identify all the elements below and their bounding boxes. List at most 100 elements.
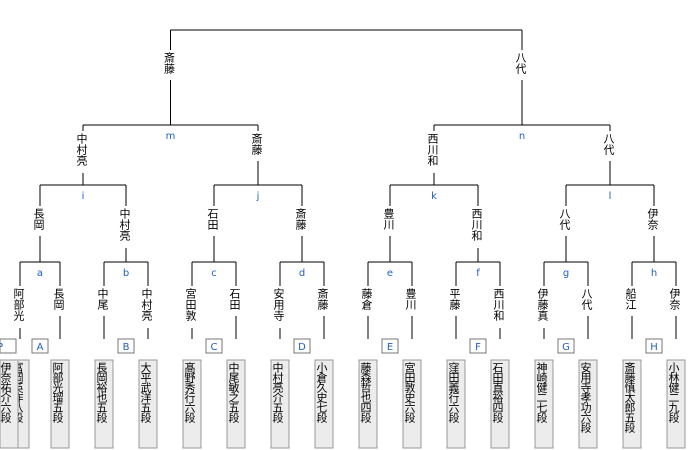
round2-match-0-left-name: 阿部光 [12, 288, 25, 321]
quarters-match-0-right-name-text: 中村亮 [118, 208, 131, 241]
player-entry: 宮田敦史六段 [404, 362, 416, 422]
slot-label: B [123, 342, 130, 353]
slot-label: H [650, 342, 658, 353]
round2-match-5-left-name: 平藤 [448, 288, 461, 310]
round2-match-6-right-name: 八代 [580, 288, 593, 310]
round2-match-1-left-name-text: 中尾 [96, 288, 109, 310]
player-box [666, 359, 686, 449]
player-entry: 髙野秀行六段 [184, 362, 196, 422]
round2-match-7-right-name-text: 伊奈 [668, 288, 681, 310]
slot-box-D [293, 338, 311, 354]
player-entry: 窪田義行六段 [448, 362, 460, 422]
round2-match-2-right-name-text: 石田 [228, 288, 241, 310]
player-box [182, 359, 202, 449]
player-name: 阿部光瑠五段 [52, 362, 64, 422]
player-name: 石田直裕四段 [492, 362, 504, 422]
slot-label: D [298, 342, 306, 353]
player-box [446, 359, 466, 449]
slot-label: F [475, 342, 481, 353]
player-name: 安用寺孝功六段 [580, 362, 592, 432]
slot-label: C [211, 342, 218, 353]
round2-match-3-left-name-text: 安用寺 [272, 288, 285, 321]
final-match-right-name-text: 八代 [514, 52, 527, 74]
quarters-match-3-right-name-text: 伊奈 [646, 208, 659, 230]
slot-box-A [31, 338, 49, 354]
player-entry: 藤森哲也四段 [360, 362, 372, 422]
quarters-match-1-right-name-text: 斎藤 [294, 208, 307, 230]
semis-match-0-right-name-text: 斎藤 [250, 133, 263, 155]
round2-match-2-right-name: 石田 [228, 288, 241, 310]
bracket-lines [19, 29, 677, 339]
round2-match-0-left-name-text: 阿部光 [12, 288, 25, 321]
slot-label: G [562, 342, 570, 353]
player-name: 小倉久史七段 [316, 362, 328, 422]
player-list: A冨岡英作八段阿部光瑠五段B長岡裕也五段大平武洋五段C髙野秀行六段中尾敏之五段D… [0, 338, 686, 449]
player-entry: 小倉久史七段 [316, 362, 328, 422]
player-entry: 大平武洋五段 [140, 362, 152, 422]
semis-match-1-left-name-text: 西川和 [426, 133, 439, 166]
round2-match-6-label: g [563, 268, 569, 279]
player-box [138, 359, 158, 449]
slot-box-E [381, 338, 399, 354]
player-name: 伊奈祐介六段 [0, 362, 12, 422]
player-name: 藤森哲也四段 [360, 362, 372, 422]
player-name: 中村亮介五段 [272, 362, 284, 422]
round2-match-0-label: a [37, 268, 43, 279]
round2-match-2-left-name-text: 宮田敦 [184, 288, 197, 321]
quarters-match-3-left-name-text: 八代 [558, 208, 571, 230]
slot-box-G [557, 338, 575, 354]
round2-match-4-left-name-text: 藤倉 [360, 288, 373, 310]
round2-match-7-right-name: 伊奈 [668, 288, 681, 310]
quarters-match-0-label: i [82, 191, 85, 202]
round2-match-1-left-name: 中尾 [96, 288, 109, 310]
round2-match-6-left-name-text: 伊藤真 [536, 288, 549, 321]
player-name: 大平武洋五段 [140, 362, 152, 422]
player-box [50, 359, 70, 449]
player-entry: 中村亮介五段 [272, 362, 284, 422]
round2-match-5-left-name-text: 平藤 [448, 288, 461, 310]
round2-match-5-right-name-text: 西川和 [492, 288, 505, 321]
quarters-match-2-left-name-text: 豊川 [382, 208, 395, 230]
round2-match-3-label: d [299, 268, 305, 279]
round2-match-3-left-name: 安用寺 [272, 288, 285, 321]
quarters-match-1-label: j [256, 191, 260, 202]
quarters-match-1-left-name: 石田 [206, 208, 219, 230]
semis-match-1-right-name: 八代 [602, 133, 615, 155]
slot-label: A [37, 342, 44, 353]
player-entry: 中尾敏之五段 [228, 362, 240, 422]
player-name: 窪田義行六段 [448, 362, 460, 422]
round2-match-4-right-name-text: 豊川 [404, 288, 417, 310]
player-box [226, 359, 246, 449]
slot-box-F [469, 338, 487, 354]
round2-match-3-right-name: 斎藤 [316, 288, 329, 310]
slot-box-H [645, 338, 663, 354]
quarters-match-2-right-name: 西川和 [470, 208, 483, 241]
player-box [490, 359, 510, 449]
player-entry: 長岡裕也五段 [96, 362, 108, 422]
slot-box-P [0, 338, 17, 354]
semis-match-0-left-name: 中村亮 [75, 133, 88, 166]
quarters-match-2-left-name: 豊川 [382, 208, 395, 230]
player-box [314, 359, 334, 449]
final-match-left-name: 斎藤 [163, 52, 176, 74]
round2-match-4-left-name: 藤倉 [360, 288, 373, 310]
player-box [578, 359, 598, 449]
semis-match-0-right-name: 斎藤 [250, 133, 263, 155]
round2-match-2-label: c [211, 268, 217, 279]
quarters-match-1-right-name: 斎藤 [294, 208, 307, 230]
semis-match-0-left-name-text: 中村亮 [75, 133, 88, 166]
player-box [358, 359, 378, 449]
slot-box-B [117, 338, 135, 354]
player-box [94, 359, 114, 449]
round2-match-4-right-name: 豊川 [404, 288, 417, 310]
player-name: 神崎健二七段 [536, 362, 548, 422]
round2-match-7-left-name: 船江 [624, 288, 637, 310]
player-box [0, 359, 19, 449]
quarters-match-1-left-name-text: 石田 [206, 208, 219, 230]
player-name: 長岡裕也五段 [96, 362, 108, 422]
slot-label: E [387, 342, 393, 353]
player-entry: 安用寺孝功六段 [580, 362, 592, 432]
quarters-match-0-left-name: 長岡 [32, 208, 45, 230]
player-box [622, 359, 642, 449]
